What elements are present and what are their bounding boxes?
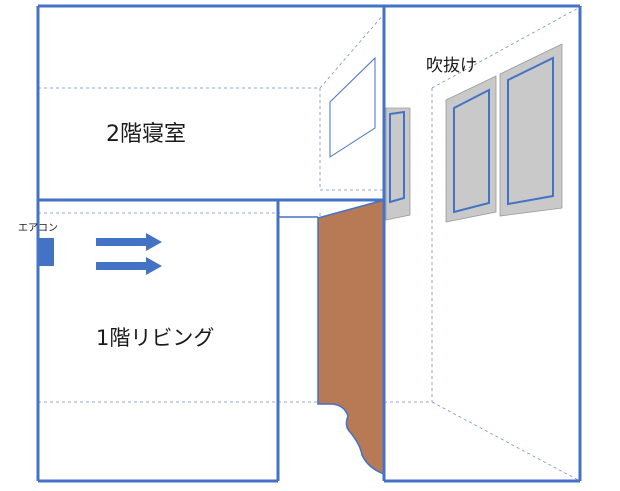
atrium-windows xyxy=(445,43,563,223)
walls xyxy=(36,4,582,483)
label-second-floor-bedroom: 2階寝室 xyxy=(106,122,186,147)
air-flow-arrow-upper xyxy=(96,233,162,251)
bedroom-window-outline xyxy=(329,56,376,158)
dashed-line-perspective-floor xyxy=(431,401,581,482)
interior-window-pane xyxy=(389,110,405,204)
label-atrium: 吹抜け xyxy=(426,56,477,76)
interior-window xyxy=(385,107,411,221)
wooden-wall-panel xyxy=(317,199,385,476)
label-air-conditioner: エアコン xyxy=(18,223,58,234)
atrium-window-left-pane xyxy=(453,88,490,214)
air-conditioner-unit xyxy=(38,238,54,266)
atrium-window-right-pane xyxy=(507,56,554,206)
label-first-floor-living: 1階リビング xyxy=(96,326,215,350)
double-right-arrow-icon xyxy=(96,233,162,275)
dashed-line-perspective-top xyxy=(319,13,385,89)
air-flow-arrow-lower xyxy=(96,257,162,275)
dashed-line-ceiling-right xyxy=(431,5,583,89)
